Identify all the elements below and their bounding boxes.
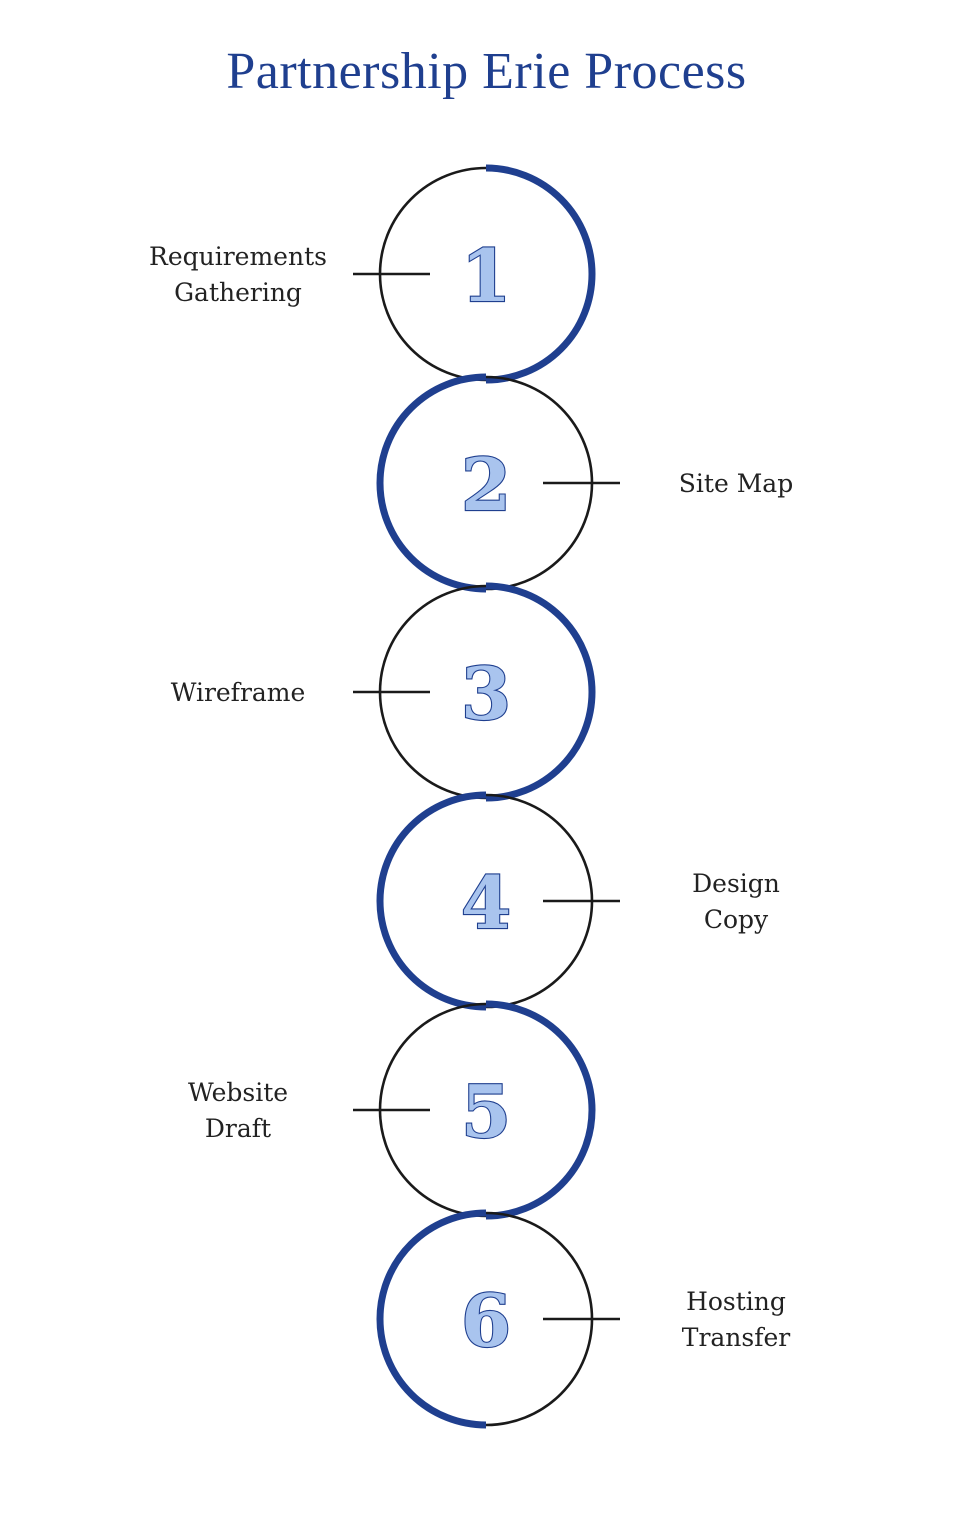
step-number: 6 (461, 1278, 511, 1363)
process-step-3: 3 Wireframe (171, 582, 596, 802)
step-arc-accent (485, 582, 596, 802)
step-arc-accent (376, 791, 487, 1011)
step-label-line: Site Map (679, 469, 793, 498)
step-label-line: Wireframe (171, 678, 306, 707)
step-arc-accent (485, 164, 596, 384)
step-label-line: Website (188, 1078, 288, 1107)
step-number: 1 (461, 233, 511, 318)
step-label-line: Transfer (682, 1323, 791, 1352)
step-label-line: Hosting (686, 1287, 786, 1316)
step-label-line: Design (692, 869, 780, 898)
page-title: Partnership Erie Process (226, 43, 747, 100)
step-arc-accent (485, 1000, 596, 1220)
process-step-2: 2 Site Map (376, 373, 793, 593)
step-number: 2 (461, 442, 511, 527)
step-number: 5 (461, 1069, 511, 1154)
step-arc-accent (376, 373, 487, 593)
step-number: 3 (461, 651, 511, 736)
step-label-line: Copy (704, 905, 769, 934)
step-number: 4 (461, 860, 511, 945)
step-label-line: Requirements (149, 242, 327, 271)
step-arc-accent (376, 1209, 487, 1429)
step-label-line: Draft (205, 1114, 271, 1143)
step-label-line: Gathering (174, 278, 302, 307)
